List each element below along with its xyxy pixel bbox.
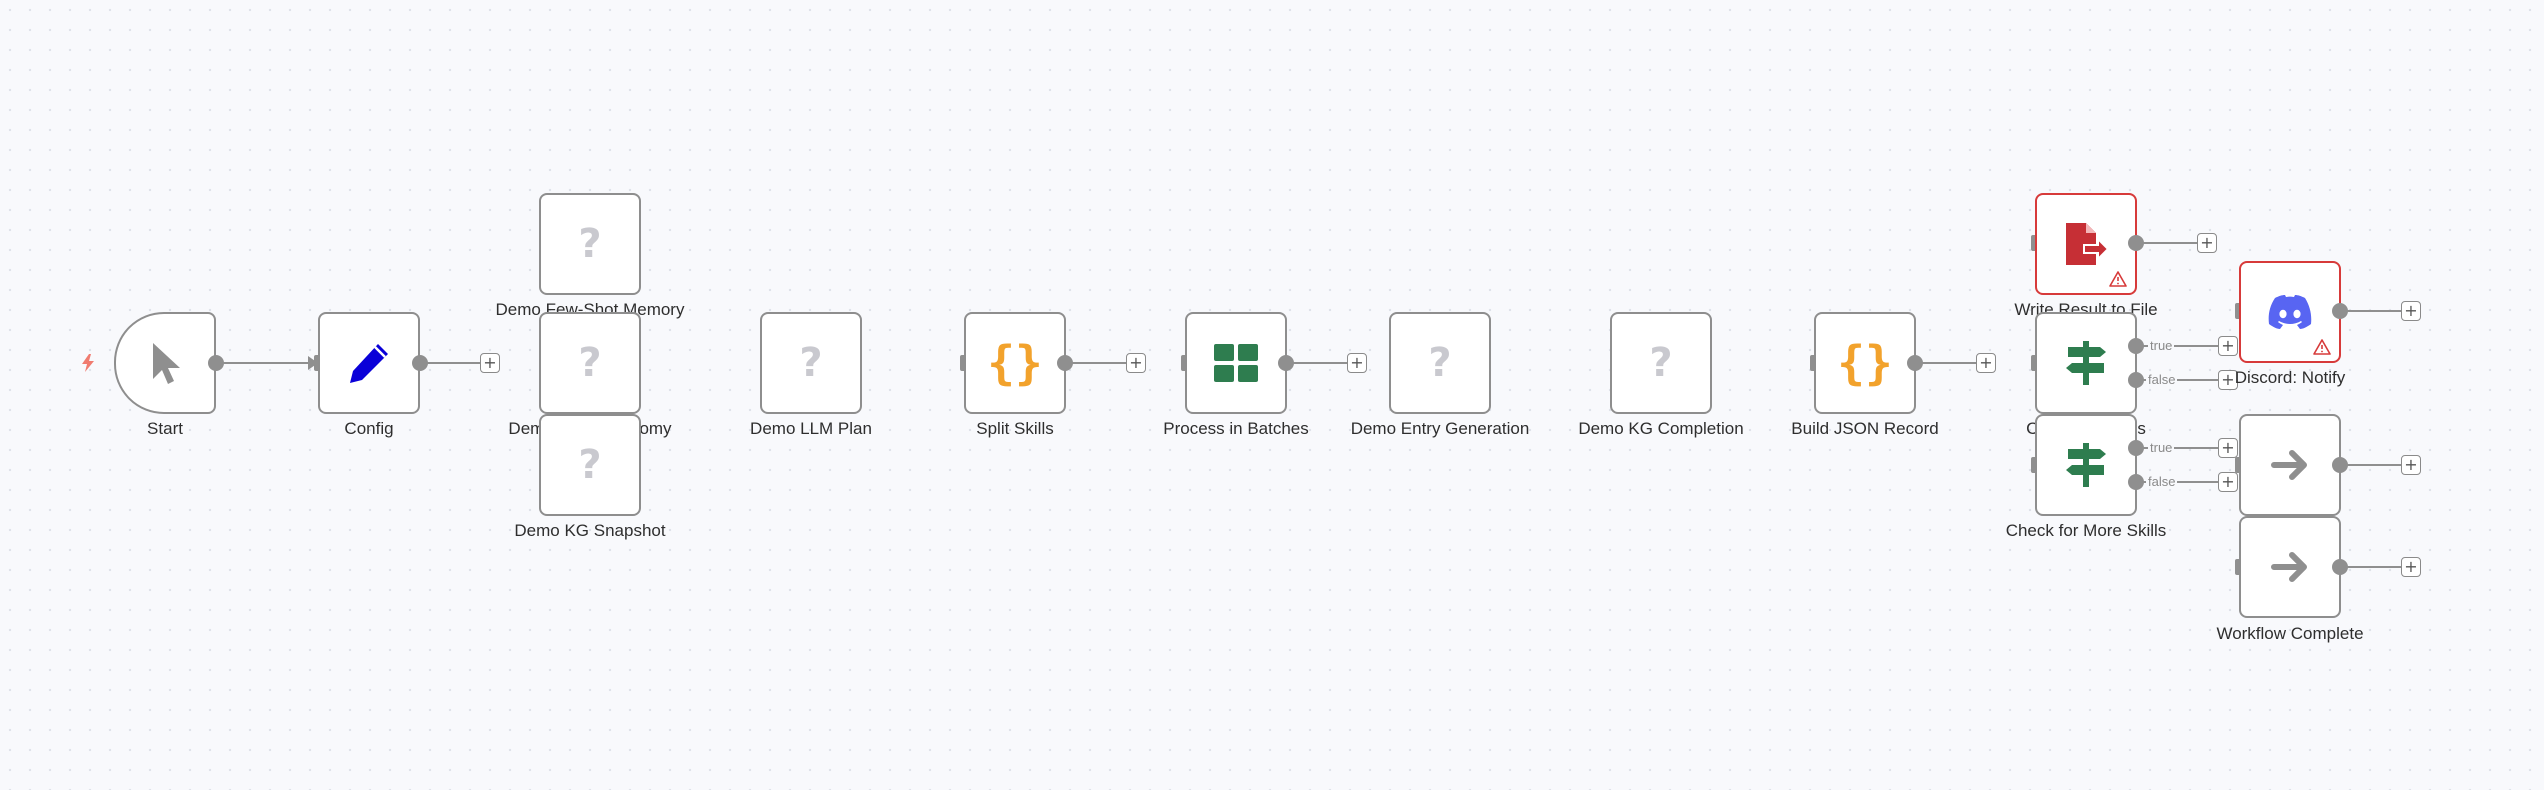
node-label-workflow-complete: Workflow Complete (2216, 624, 2364, 643)
check-valid-false-label: false (2146, 372, 2178, 387)
file-write-icon (2062, 221, 2110, 267)
node-process-in-batches[interactable] (1185, 312, 1287, 414)
node-check-if-valid[interactable] (2035, 312, 2137, 414)
node-label-demo-llm-plan: Demo LLM Plan (750, 419, 872, 438)
node-start[interactable] (114, 312, 216, 414)
write-file-input-port[interactable] (2031, 235, 2038, 251)
discord-output-port[interactable] (2332, 303, 2348, 319)
batches-add-node-button[interactable]: + (1347, 353, 1367, 373)
unknown-icon: ? (1428, 340, 1452, 386)
check-more-false-port[interactable] (2128, 474, 2144, 490)
grid-icon (1213, 343, 1259, 383)
arrow-right-icon (2270, 547, 2310, 587)
check-more-false-label: false (2146, 474, 2178, 489)
unknown-icon: ? (1649, 340, 1673, 386)
config-add-node-button[interactable]: + (480, 353, 500, 373)
discord-add-node-button[interactable]: + (2401, 301, 2421, 321)
node-label-check-for-more-skills: Check for More Skills (2005, 521, 2167, 540)
node-label-demo-entry-generation: Demo Entry Generation (1350, 419, 1530, 438)
continue-output-port[interactable] (2332, 457, 2348, 473)
check-valid-true-label: true (2148, 338, 2175, 353)
batches-input-port[interactable] (1181, 355, 1188, 371)
cursor-icon (145, 339, 185, 387)
node-write-result-to-file[interactable] (2035, 193, 2137, 295)
unknown-icon: ? (799, 340, 823, 386)
pencil-icon (345, 339, 393, 387)
build-json-input-port[interactable] (1810, 355, 1817, 371)
discord-icon (2267, 294, 2313, 330)
node-label-demo-kg-snapshot: Demo KG Snapshot (514, 521, 666, 540)
split-skills-input-port[interactable] (960, 355, 967, 371)
node-demo-taxonomy[interactable]: ? (539, 312, 641, 414)
start-output-port[interactable] (208, 355, 224, 371)
node-build-json-record[interactable]: {} (1814, 312, 1916, 414)
node-demo-kg-snapshot[interactable]: ? (539, 414, 641, 516)
signpost-icon (2064, 441, 2108, 489)
check-more-true-label: true (2148, 440, 2175, 455)
node-label-config: Config (344, 419, 394, 438)
node-label-start: Start (147, 419, 183, 438)
check-valid-false-add-button[interactable]: + (2218, 370, 2238, 390)
check-more-input-port[interactable] (2031, 457, 2038, 473)
node-check-for-more-skills[interactable] (2035, 414, 2137, 516)
batches-output-port[interactable] (1278, 355, 1294, 371)
arrowhead-icon (308, 356, 318, 370)
node-config[interactable] (318, 312, 420, 414)
split-skills-output-port[interactable] (1057, 355, 1073, 371)
check-more-false-add-button[interactable]: + (2218, 472, 2238, 492)
workflow-complete-add-node-button[interactable]: + (2401, 557, 2421, 577)
arrow-right-icon (2270, 445, 2310, 485)
check-more-true-add-button[interactable]: + (2218, 438, 2238, 458)
node-label-demo-kg-completion: Demo KG Completion (1578, 419, 1744, 438)
signpost-icon (2064, 339, 2108, 387)
warning-icon (2109, 271, 2127, 287)
node-discord-notify[interactable] (2239, 261, 2341, 363)
node-label-build-json-record: Build JSON Record (1791, 419, 1939, 438)
node-demo-entry-generation[interactable]: ? (1389, 312, 1491, 414)
node-demo-kg-completion[interactable]: ? (1610, 312, 1712, 414)
write-file-output-port[interactable] (2128, 235, 2144, 251)
workflow-complete-output-port[interactable] (2332, 559, 2348, 575)
check-valid-true-add-button[interactable]: + (2218, 336, 2238, 356)
node-demo-llm-plan[interactable]: ? (760, 312, 862, 414)
warning-icon (2313, 339, 2331, 355)
config-input-port[interactable] (314, 355, 321, 371)
workflow-complete-input-port[interactable] (2235, 559, 2242, 575)
check-valid-false-port[interactable] (2128, 372, 2144, 388)
continue-input-port[interactable] (2235, 457, 2242, 473)
build-json-output-port[interactable] (1907, 355, 1923, 371)
trigger-bolt-icon (82, 354, 94, 372)
write-file-add-node-button[interactable]: + (2197, 233, 2217, 253)
node-continue[interactable] (2239, 414, 2341, 516)
check-valid-true-port[interactable] (2128, 338, 2144, 354)
unknown-icon: ? (578, 340, 602, 386)
node-workflow-complete[interactable] (2239, 516, 2341, 618)
check-valid-input-port[interactable] (2031, 355, 2038, 371)
node-label-process-in-batches: Process in Batches (1163, 419, 1309, 438)
node-split-skills[interactable]: {} (964, 312, 1066, 414)
discord-input-port[interactable] (2235, 303, 2242, 319)
build-json-add-node-button[interactable]: + (1976, 353, 1996, 373)
config-output-port[interactable] (412, 355, 428, 371)
check-more-true-port[interactable] (2128, 440, 2144, 456)
unknown-icon: ? (578, 442, 602, 488)
unknown-icon: ? (578, 221, 602, 267)
split-skills-add-node-button[interactable]: + (1126, 353, 1146, 373)
continue-add-node-button[interactable]: + (2401, 455, 2421, 475)
node-label-discord-notify: Discord: Notify (2234, 368, 2346, 387)
code-braces-icon: {} (987, 336, 1043, 390)
node-demo-few-shot-memory[interactable]: ? (539, 193, 641, 295)
node-label-split-skills: Split Skills (976, 419, 1054, 438)
code-braces-icon: {} (1837, 336, 1893, 390)
